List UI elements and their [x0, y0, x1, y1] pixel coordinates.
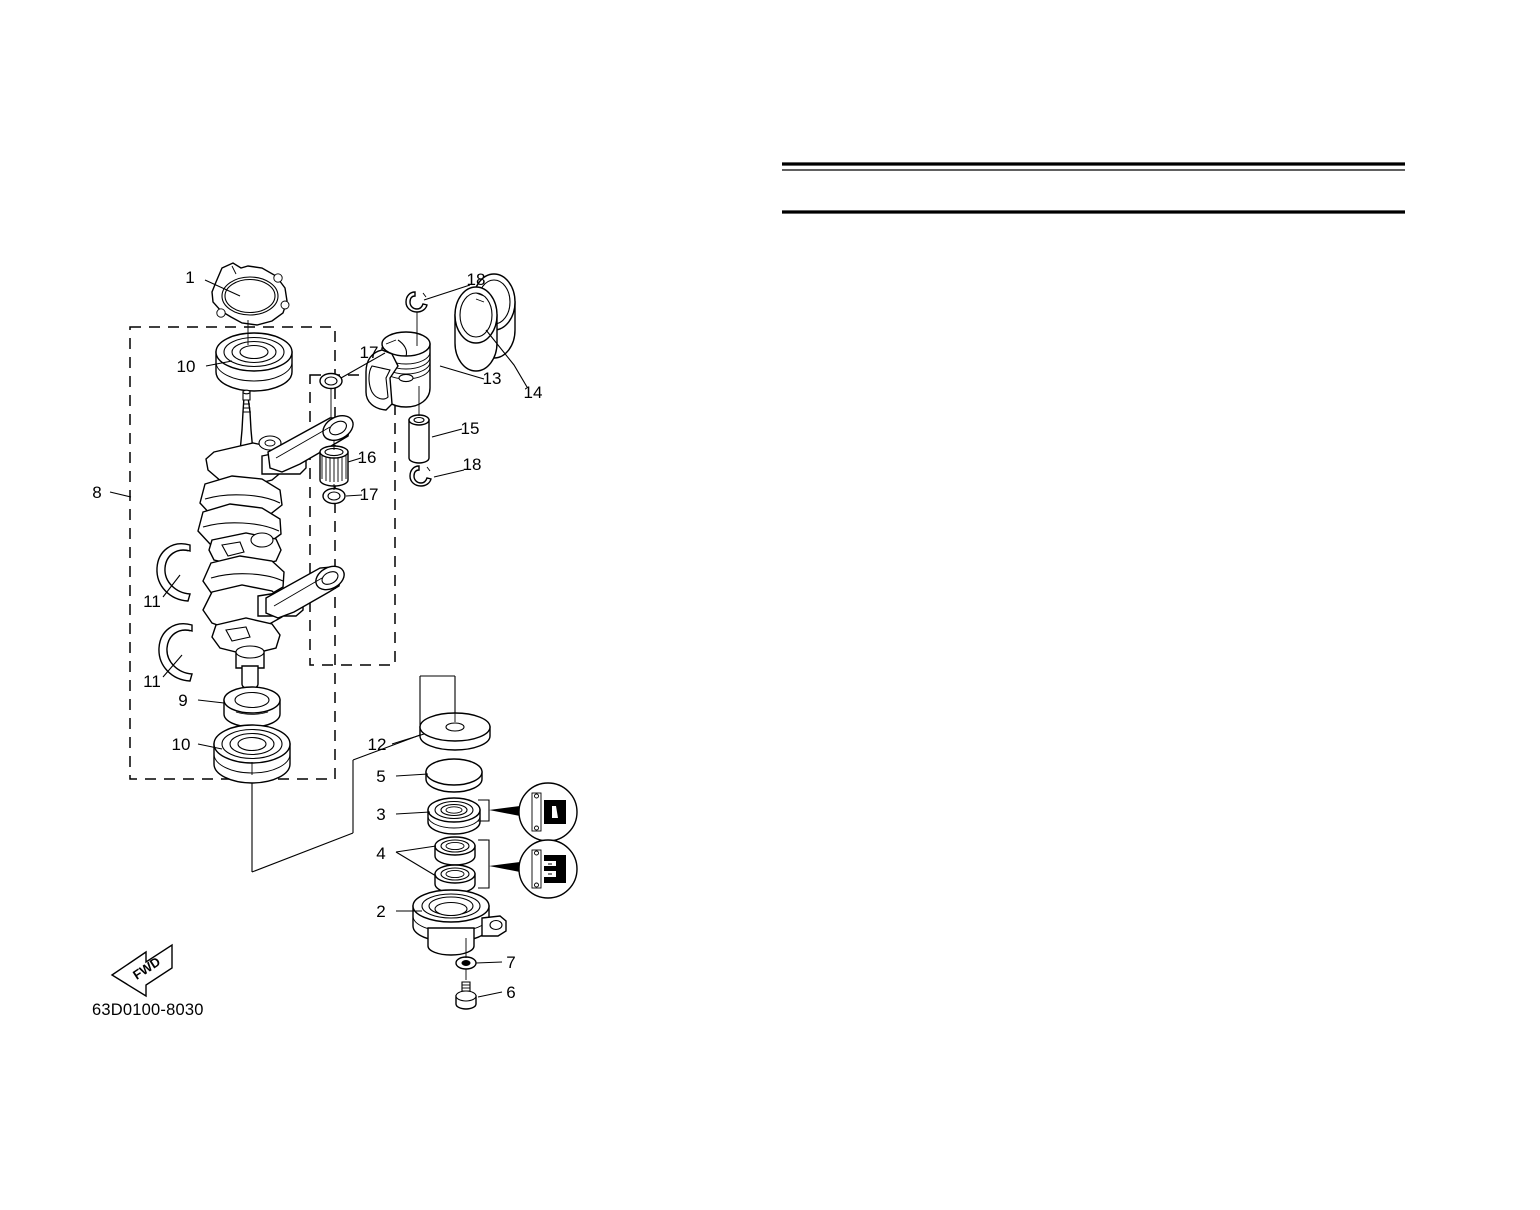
callout-12: 12	[368, 735, 387, 754]
callout-5: 5	[376, 767, 385, 786]
callout-14: 14	[524, 383, 543, 402]
callout-7: 7	[506, 953, 515, 972]
part-14-piston-rings	[454, 273, 516, 372]
drawing-number: 63D0100-8030	[92, 1001, 204, 1019]
callout-17-lower: 17	[360, 485, 379, 504]
crankshaft-body	[197, 389, 307, 690]
callout-18-upper: 18	[467, 270, 486, 289]
part-6-bolt	[455, 981, 477, 1010]
crankshaft-group-box	[129, 326, 336, 780]
callout-10-lower: 10	[172, 735, 191, 754]
callout-11-lower: 11	[143, 672, 161, 691]
callout-4: 4	[376, 844, 385, 863]
part-10-upper-bearing	[215, 332, 293, 392]
callout-2: 2	[376, 902, 385, 921]
part-18-circlip-upper	[405, 291, 428, 313]
callout-leader-lines	[109, 279, 528, 998]
part-17-washer-lower	[322, 487, 346, 505]
fwd-arrow-marker: FWD	[110, 943, 173, 998]
part-5-cap	[425, 758, 483, 793]
part-11-retainer-clip-upper	[156, 543, 191, 602]
part-18-circlip-lower	[409, 465, 432, 487]
detail-bubble-seal-4	[518, 839, 578, 899]
callout-6: 6	[506, 983, 515, 1002]
part-9-labyrinth-collar	[223, 686, 281, 728]
part-16-needle-bearing	[319, 445, 349, 487]
detail-leaders	[478, 799, 520, 889]
callout-17-upper: 17	[360, 343, 379, 362]
connecting-rod-upper	[267, 415, 354, 473]
part-2-seal-housing	[412, 889, 507, 956]
callout-16: 16	[358, 448, 377, 467]
part-11-retainer-clip-lower	[158, 623, 193, 682]
callout-10-upper: 10	[177, 357, 196, 376]
connecting-rod-lower	[265, 565, 345, 619]
callout-18-lower: 18	[463, 455, 482, 474]
detail-bubble-seal-3	[518, 782, 578, 842]
header-rules	[782, 162, 1405, 214]
callout-3: 3	[376, 805, 385, 824]
callout-1: 1	[185, 268, 194, 287]
part-13-piston	[365, 331, 431, 411]
part-7-washer	[455, 956, 477, 970]
callout-13: 13	[483, 369, 502, 388]
part-3-oil-seal	[427, 797, 481, 835]
part-4-oil-seal-upper	[434, 836, 476, 866]
part-12-thrust-plate	[419, 712, 491, 751]
part-4-oil-seal-lower	[434, 864, 476, 894]
part-17-washer-upper	[319, 372, 343, 390]
callout-8: 8	[92, 483, 101, 502]
part-15-piston-pin	[408, 414, 430, 464]
callout-9: 9	[178, 691, 187, 710]
assembly-centerlines	[247, 312, 467, 980]
rod-small-end-group-box	[309, 374, 396, 666]
callout-11-upper: 11	[143, 592, 161, 611]
part-1-cover-plate	[211, 262, 290, 326]
callout-15: 15	[461, 419, 480, 438]
callout-numbers: 1 10 18 17 14 13 15 16 18 17 8 11 11 9 1…	[92, 268, 542, 1002]
